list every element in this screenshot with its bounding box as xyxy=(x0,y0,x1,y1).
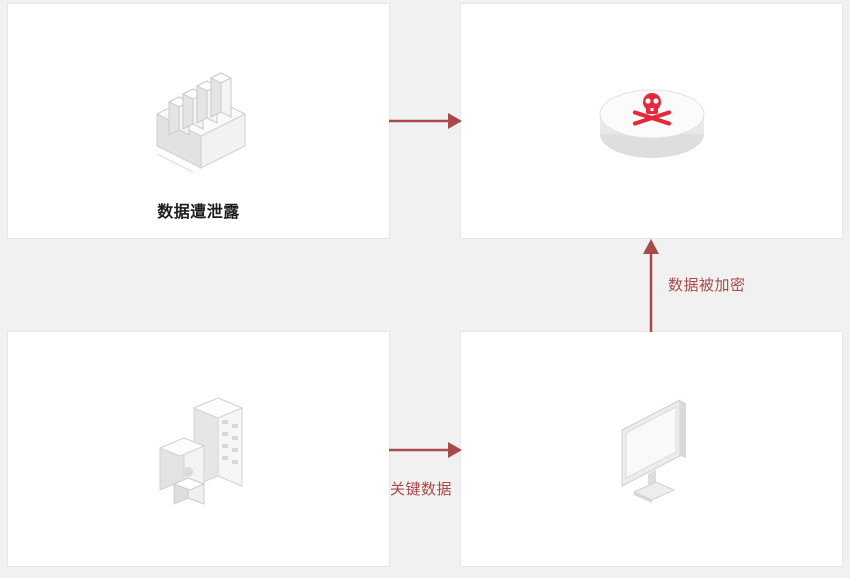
edge-label-encrypted: 数据被加密 xyxy=(668,276,746,294)
office-building-icon xyxy=(158,397,244,505)
node-enterprise xyxy=(8,332,389,566)
arrow-workstation-to-malware xyxy=(643,239,659,332)
arrow-enterprise-to-workstation xyxy=(389,442,462,458)
storage-server-icon xyxy=(155,72,247,172)
edge-label-key-data: 关键数据 xyxy=(390,480,453,498)
node-label-data-leak: 数据遭泄露 xyxy=(157,202,240,221)
desktop-monitor-icon xyxy=(621,399,686,503)
node-workstation xyxy=(461,332,842,566)
skull-crossbones-device-icon xyxy=(599,89,705,158)
node-data-leak: 数据遭泄露 xyxy=(8,4,389,238)
node-malware xyxy=(461,4,842,238)
arrow-leak-to-malware xyxy=(389,113,462,129)
